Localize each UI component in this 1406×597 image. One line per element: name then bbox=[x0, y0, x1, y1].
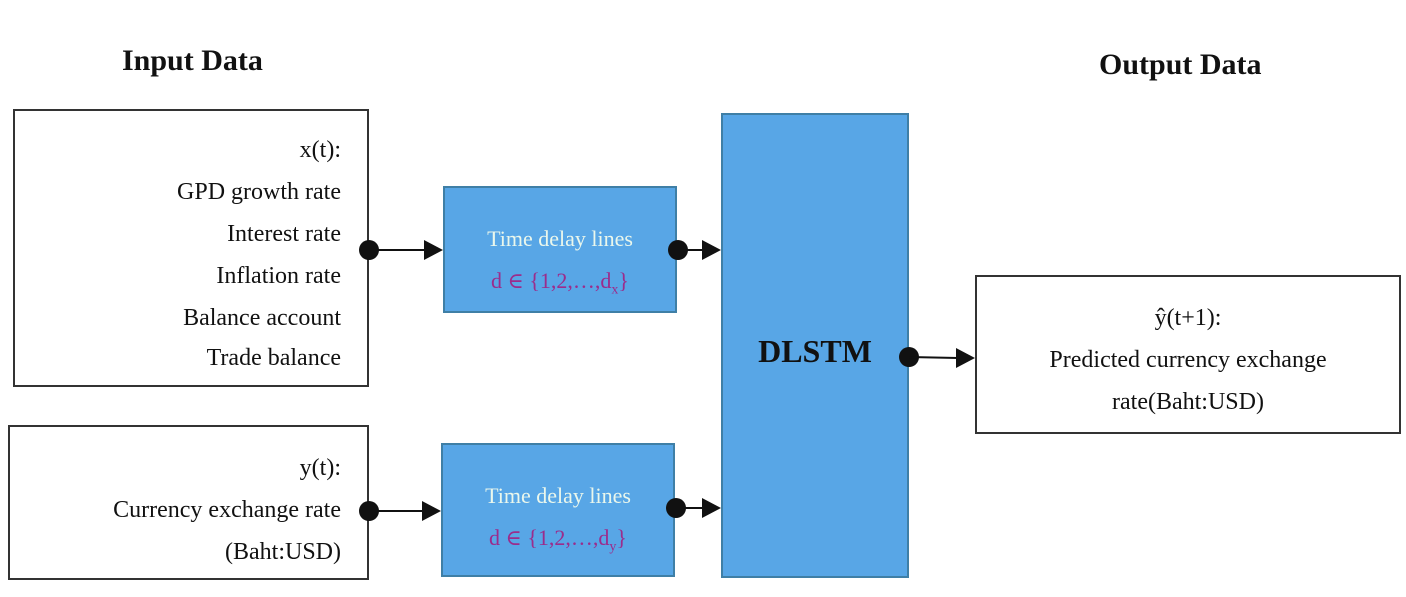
time-delay-x-label: Time delay lines bbox=[487, 226, 633, 251]
time-delay-x-set: d ∈ {1,2,…,dx} bbox=[445, 268, 675, 298]
time-delay-x-set-suffix: } bbox=[618, 268, 629, 293]
dlstm-block: DLSTM bbox=[721, 113, 909, 578]
connector-arrowhead bbox=[702, 240, 721, 260]
time-delay-y-set-prefix: d ∈ {1,2,…,d bbox=[489, 525, 610, 550]
connector-dlstm-to-output bbox=[899, 347, 975, 368]
input-y-line-rate: Currency exchange rate bbox=[113, 497, 341, 523]
dlstm-label: DLSTM bbox=[758, 333, 872, 369]
output-box: ŷ(t+1): Predicted currency exchange rate… bbox=[975, 275, 1401, 434]
connector-arrowhead bbox=[956, 348, 975, 368]
input-x-box: x(t): GPD growth rate Interest rate Infl… bbox=[13, 109, 369, 387]
input-y-line-unit: (Baht:USD) bbox=[225, 539, 341, 565]
time-delay-y-set-sub: y bbox=[609, 539, 617, 555]
time-delay-x-set-sub: x bbox=[611, 282, 619, 298]
output-data-heading: Output Data bbox=[1099, 48, 1262, 81]
connector-arrowhead bbox=[702, 498, 721, 518]
time-delay-y-label: Time delay lines bbox=[485, 483, 631, 508]
input-x-line-balance-account: Balance account bbox=[183, 305, 341, 331]
input-x-title: x(t): bbox=[299, 137, 341, 163]
connector-arrowhead bbox=[422, 501, 441, 521]
input-x-line-trade-balance: Trade balance bbox=[206, 345, 341, 371]
connector-y-to-delay bbox=[359, 501, 441, 521]
input-y-title: y(t): bbox=[299, 455, 341, 481]
input-x-line-gdp: GPD growth rate bbox=[177, 179, 341, 205]
input-y-box: y(t): Currency exchange rate (Baht:USD) bbox=[8, 425, 369, 580]
connector-line bbox=[908, 356, 959, 359]
connector-arrowhead bbox=[424, 240, 443, 260]
output-line-rate: rate(Baht:USD) bbox=[1112, 389, 1264, 415]
time-delay-y-set: d ∈ {1,2,…,dy} bbox=[443, 525, 673, 555]
time-delay-x-block: Time delay lines d ∈ {1,2,…,dx} bbox=[443, 186, 677, 313]
time-delay-y-set-suffix: } bbox=[616, 525, 627, 550]
output-title: ŷ(t+1): bbox=[1154, 305, 1222, 331]
time-delay-x-set-prefix: d ∈ {1,2,…,d bbox=[491, 268, 612, 293]
input-data-heading: Input Data bbox=[122, 44, 263, 77]
output-line-predicted: Predicted currency exchange bbox=[1049, 347, 1327, 373]
connector-x-to-delay bbox=[359, 240, 443, 260]
input-x-line-interest: Interest rate bbox=[227, 221, 341, 247]
time-delay-y-block: Time delay lines d ∈ {1,2,…,dy} bbox=[441, 443, 675, 577]
input-x-line-inflation: Inflation rate bbox=[216, 263, 341, 289]
